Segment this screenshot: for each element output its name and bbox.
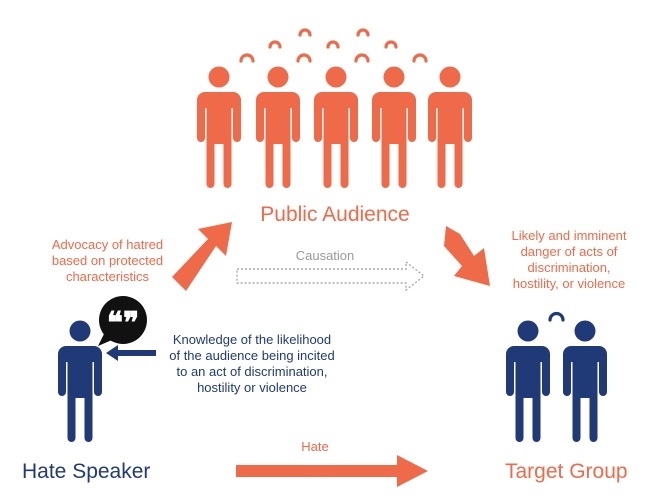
knowledge-label: Knowledge of the likelihood of the audie… [169, 332, 335, 395]
hate-label: Hate [301, 439, 329, 454]
arc-icon [356, 28, 370, 37]
quotation-speech-bubble-icon: ❝❞ [98, 296, 147, 346]
arc-icon [354, 53, 370, 63]
hate-speaker-figure [58, 320, 102, 442]
target-group-label: Target Group [505, 460, 628, 483]
causation-arrow [236, 260, 426, 292]
person-icon [506, 320, 550, 442]
arc-icon [548, 311, 565, 322]
arc-icon [239, 53, 255, 63]
arc-icon [384, 40, 398, 49]
audience-arcs [239, 28, 428, 63]
causation-label: Causation [295, 248, 355, 263]
public-audience-label: Public Audience [260, 203, 410, 226]
person-icon [428, 66, 472, 188]
person-icon [314, 66, 358, 188]
arc-icon [296, 53, 312, 63]
svg-text:❝❞: ❝❞ [107, 306, 139, 341]
likely-danger-label: Likely and imminent danger of acts of di… [511, 228, 627, 291]
person-icon [197, 66, 241, 188]
danger-arrow [444, 226, 490, 286]
public-audience-figures [197, 66, 472, 188]
person-icon [58, 320, 102, 442]
hate-arrow [236, 455, 428, 487]
target-group-figures [506, 311, 607, 442]
arc-icon [326, 40, 340, 49]
advocacy-arrow [172, 222, 232, 291]
arc-icon [298, 28, 312, 37]
arc-icon [268, 40, 282, 49]
knowledge-arrow [106, 345, 156, 361]
person-icon [563, 320, 607, 442]
person-icon [256, 66, 300, 188]
advocacy-label: Advocacy of hatred based on protected ch… [51, 237, 164, 284]
person-icon [372, 66, 416, 188]
hate-speaker-label: Hate Speaker [22, 460, 151, 483]
arc-icon [412, 53, 428, 63]
